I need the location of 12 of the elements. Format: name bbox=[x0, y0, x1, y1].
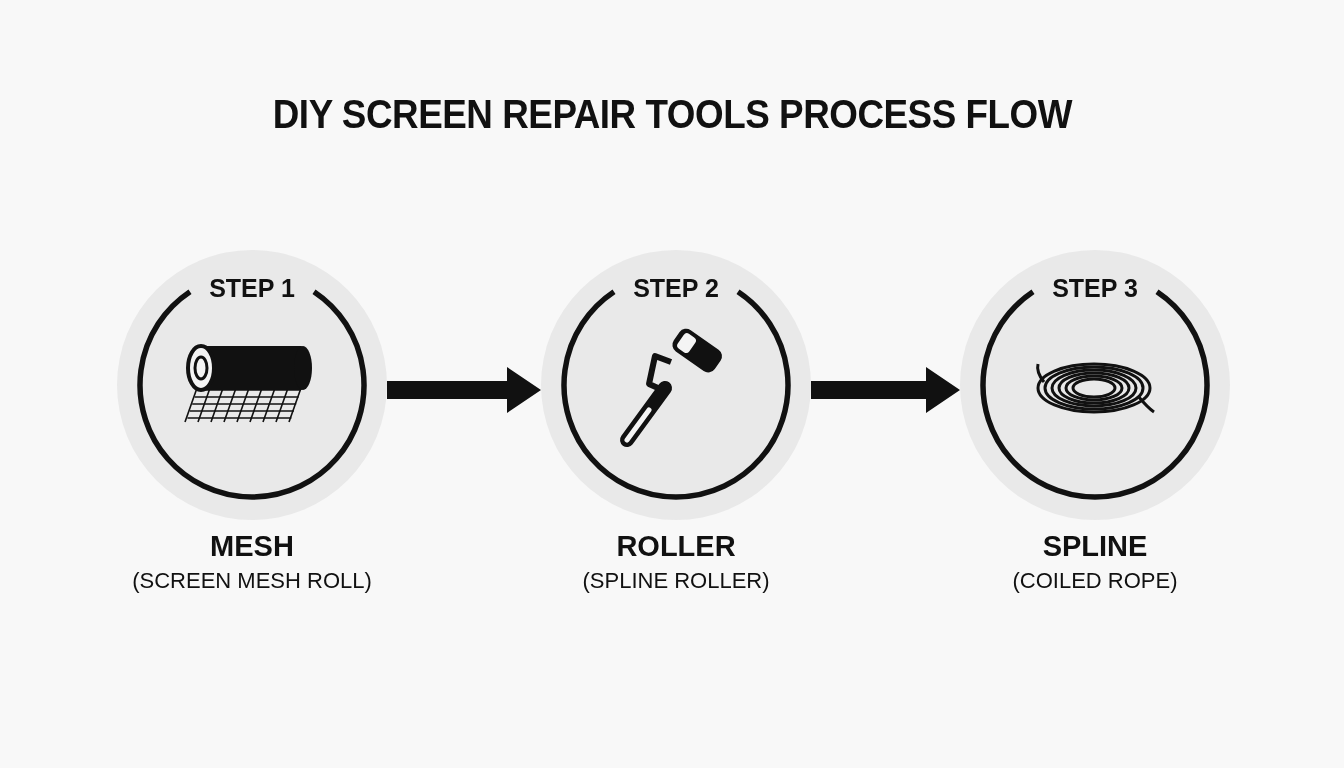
step-label: STEP 3 bbox=[1052, 274, 1138, 303]
step-label: STEP 1 bbox=[209, 274, 295, 303]
tool-name: SPLINE bbox=[1041, 530, 1149, 563]
diagram-title: DIY SCREEN REPAIR TOOLS PROCESS FLOW bbox=[272, 92, 1072, 137]
tool-description: (COILED ROPE) bbox=[1011, 568, 1179, 594]
tool-name: MESH bbox=[209, 530, 295, 563]
step-label: STEP 2 bbox=[633, 274, 719, 303]
tool-name: ROLLER bbox=[615, 530, 737, 563]
arrow bbox=[811, 367, 960, 413]
tool-description: (SPLINE ROLLER) bbox=[581, 568, 771, 594]
arrow bbox=[387, 367, 541, 413]
tool-description: (SCREEN MESH ROLL) bbox=[131, 568, 373, 594]
